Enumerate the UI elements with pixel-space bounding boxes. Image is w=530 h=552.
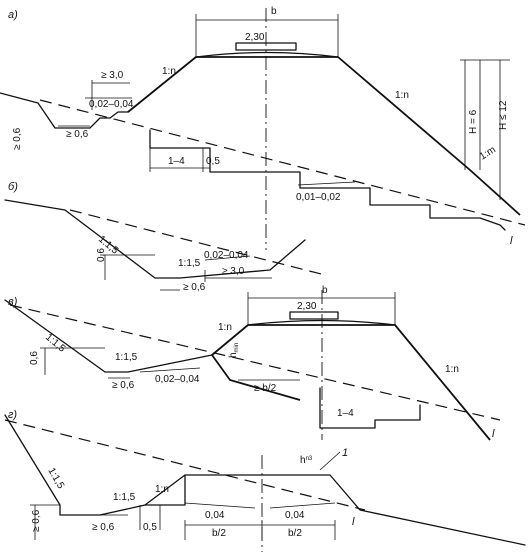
panel-v-dim-b	[247, 292, 396, 325]
panel-v-bench-text: 1–4	[337, 408, 354, 419]
panel-g-half-dims	[184, 520, 336, 540]
panel-b-grade-dim	[204, 255, 251, 261]
panel-v-bottom-text: ≥ 0,6	[112, 380, 135, 391]
panel-g-slope-left: 1:n	[155, 484, 169, 495]
panel-g-depth-text: ≥ 0,6	[31, 509, 42, 532]
panel-v-dim-b-text: b	[322, 285, 328, 296]
panel-v-dashed-ground	[9, 304, 501, 421]
panel-g-marker-bottom: l	[352, 516, 355, 528]
panel-a-slope-lower: 1:m	[478, 144, 498, 162]
panel-g-grade-left: 0,04	[205, 510, 225, 521]
panel-v-half-text: ≥ b/2	[254, 383, 277, 394]
panel-v-slope-outer: 1:1,5	[43, 332, 67, 355]
panel-g-dashed-ground	[4, 419, 366, 511]
panel-g-bottom-text: ≥ 0,6	[92, 522, 115, 533]
panel-a-pavement-text: 2,30	[245, 32, 265, 43]
panel-g-shoulder	[144, 474, 186, 506]
panel-a-berm-dim	[91, 80, 130, 110]
panel-a-terrain-grade-text: 0,01–0,02	[296, 192, 341, 203]
panel-a-ground-line	[0, 92, 129, 129]
panel-v-benches	[319, 387, 421, 429]
panel-b-depth-dim	[100, 254, 155, 280]
panel-a-terrain-grade-arrow	[297, 181, 356, 186]
panel-g-grade-dims	[184, 502, 336, 509]
panel-g-depth-dim	[30, 504, 60, 540]
panel-a-dim-b-text: b	[271, 6, 277, 17]
panel-g-step-text: 0,5	[143, 522, 157, 533]
panel-a-bottom-text: ≥ 0,6	[66, 129, 89, 140]
panel-a: а) b 2,30 1:n 1:n 1:m ≥ 3,0 0,02–0,04 ≥ …	[0, 6, 526, 250]
panel-g-grade-right: 0,04	[285, 510, 305, 521]
panel-v-pavement-text: 2,30	[297, 301, 317, 312]
panel-v-embankment	[211, 324, 491, 441]
panel-a-road-crown	[195, 51, 339, 58]
panel-b-dashed-ground	[69, 209, 326, 276]
panel-g-marker-top: 1	[342, 447, 348, 459]
panel-v-marker: l	[492, 428, 495, 440]
panel-v-ground-line	[4, 299, 213, 373]
panel-a-dim-b	[195, 14, 339, 58]
panel-b-ground-line	[4, 199, 306, 279]
panel-a-bench-dim	[149, 145, 210, 172]
panel-a-marker: l	[510, 235, 513, 247]
panel-v-hmin-h: h	[228, 352, 239, 358]
panel-b: б) 1:1,5 1:1,5 0,02–0,04 ≥ 3,0 0,6 ≥ 0,6	[4, 181, 326, 293]
panel-g-slope-inner: 1:1,5	[113, 492, 136, 503]
panel-b-berm-text: ≥ 3,0	[222, 266, 245, 277]
panel-g-step-dim	[139, 505, 161, 530]
panel-a-height-h-text: H = 6	[468, 109, 479, 134]
panel-g-ground-line	[4, 414, 526, 546]
panel-a-dashed-ground	[39, 99, 526, 226]
panel-v-depth-dim	[40, 347, 105, 375]
panel-a-depth-text: ≥ 0,6	[12, 127, 23, 150]
panel-v-label: в)	[8, 296, 18, 308]
panel-v-slope-left: 1:n	[218, 322, 232, 333]
panel-v-grade-dim	[139, 367, 201, 373]
panel-b-slope-inner: 1:1,5	[178, 258, 201, 269]
panel-g-hp-h: h	[300, 455, 306, 466]
panel-v-slope-inner: 1:1,5	[115, 352, 138, 363]
panel-b-bottom-text: ≥ 0,6	[183, 282, 206, 293]
panel-a-height-max-text: H ≤ 12	[498, 100, 509, 130]
panel-b-label: б)	[8, 181, 18, 193]
panel-v-hmin: hmin	[228, 343, 240, 358]
panel-g-label: г)	[8, 409, 17, 421]
panel-g-half-right: b/2	[288, 528, 302, 539]
panel-a-slope-left: 1:n	[162, 66, 176, 77]
panel-a-grade-text: 0,02–0,04	[89, 99, 134, 110]
panel-b-berm-dim	[204, 270, 272, 282]
panel-v-slope-right: 1:n	[445, 364, 459, 375]
panel-g-marker-top-leader	[319, 451, 341, 471]
panel-v-pavement	[289, 311, 339, 320]
panel-a-step-text: 0,5	[206, 156, 220, 167]
panel-v-hmin-sub: min	[234, 343, 240, 353]
panel-a-slope-right: 1:n	[395, 90, 409, 101]
panel-v: в) b 2,30 1:1,5 1:1,5 1:n 1:n hmin 0,02–…	[4, 285, 501, 441]
panel-v-depth-text: 0,6	[29, 351, 40, 365]
panel-a-label: а)	[8, 9, 18, 21]
panel-a-benches	[149, 129, 506, 231]
panel-a-height-dims	[460, 59, 510, 200]
panel-a-berm-text: ≥ 3,0	[101, 70, 124, 81]
panel-g-hp-sub: n3	[306, 456, 313, 462]
panel-g-half-left: b/2	[212, 528, 226, 539]
panel-a-bench-text: 1–4	[168, 156, 185, 167]
panel-g-hp: hn3	[300, 455, 313, 466]
panel-b-grade-text: 0,02–0,04	[204, 250, 249, 261]
panel-v-grade-text: 0,02–0,04	[155, 374, 200, 385]
panel-g: г) 1:1,5 1:1,5 1:n hn3 1 0,04 0,04 b/2 b…	[4, 409, 526, 552]
panel-b-depth-text: 0,6	[96, 248, 107, 262]
